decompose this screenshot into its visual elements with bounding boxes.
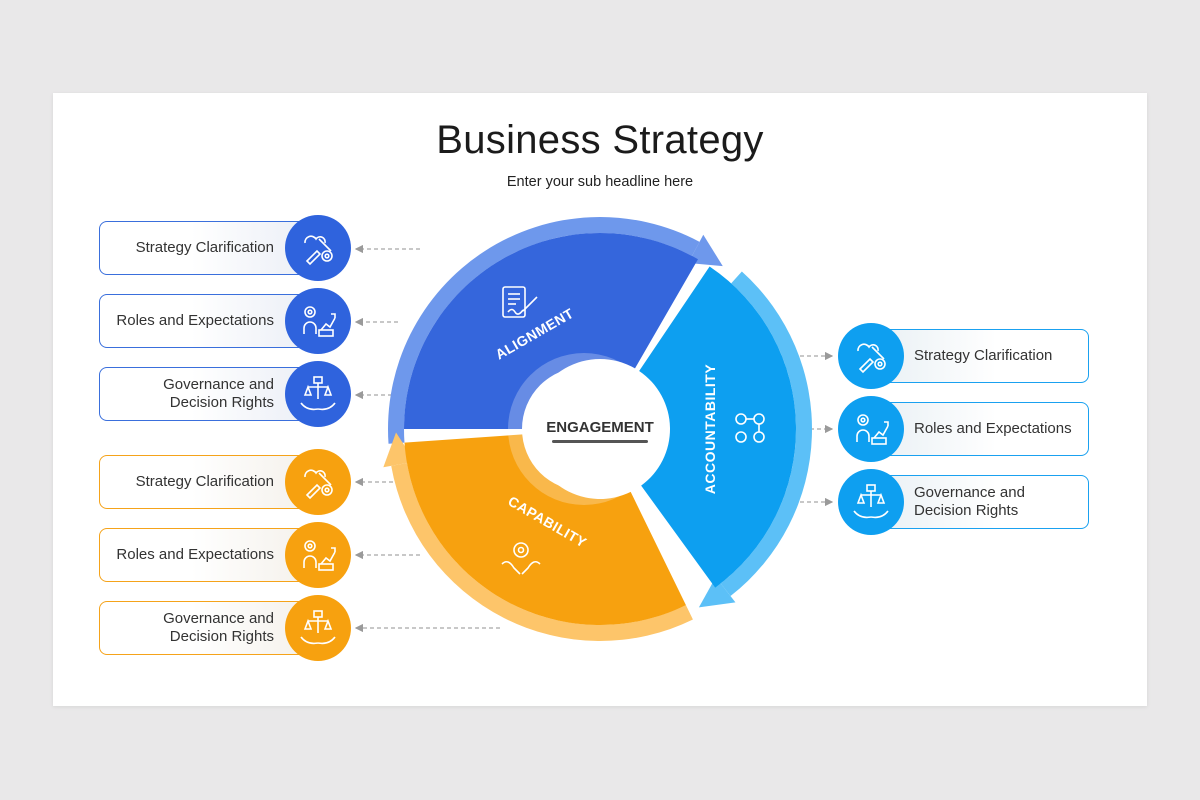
strategy-icon (285, 215, 351, 281)
card-label: Governance and Decision Rights (163, 610, 274, 645)
center-circle (522, 367, 646, 491)
accountability-arc (720, 271, 812, 597)
governance-icon (285, 361, 351, 427)
accountability-segment (639, 266, 797, 588)
card-label: Strategy Clarification (914, 347, 1053, 364)
alignment-arrowhead (688, 234, 723, 267)
accountability-arrowhead (698, 577, 736, 608)
page-title: Business Strategy (436, 118, 764, 162)
center-label: ENGAGEMENT (546, 419, 654, 436)
roles-icon (285, 288, 351, 354)
card-label: Roles and Expectations (116, 312, 274, 329)
card-label: Roles and Expectations (116, 546, 274, 563)
document-sign-icon (502, 286, 538, 318)
card-label: Governance and Decision Rights (914, 484, 1025, 519)
card-label: Governance and Decision Rights (163, 376, 274, 411)
card-label: Strategy Clarification (135, 473, 274, 490)
governance-icon (838, 469, 904, 535)
gear-hands-icon (501, 542, 541, 575)
roles-icon (838, 396, 904, 462)
capability-segment (404, 433, 686, 625)
governance-icon (285, 595, 351, 661)
accountability-label: ACCOUNTABILITY (702, 364, 718, 495)
capability-arc (391, 463, 693, 641)
card-label: Strategy Clarification (135, 239, 274, 256)
alignment-segment (404, 233, 698, 429)
alignment-arc (388, 216, 700, 444)
team-network-icon (735, 413, 765, 443)
roles-icon (285, 522, 351, 588)
card-label: Roles and Expectations (914, 420, 1072, 437)
strategy-icon (285, 449, 351, 515)
center-underline (552, 440, 648, 443)
page-subtitle: Enter your sub headline here (506, 174, 694, 190)
strategy-icon (838, 323, 904, 389)
